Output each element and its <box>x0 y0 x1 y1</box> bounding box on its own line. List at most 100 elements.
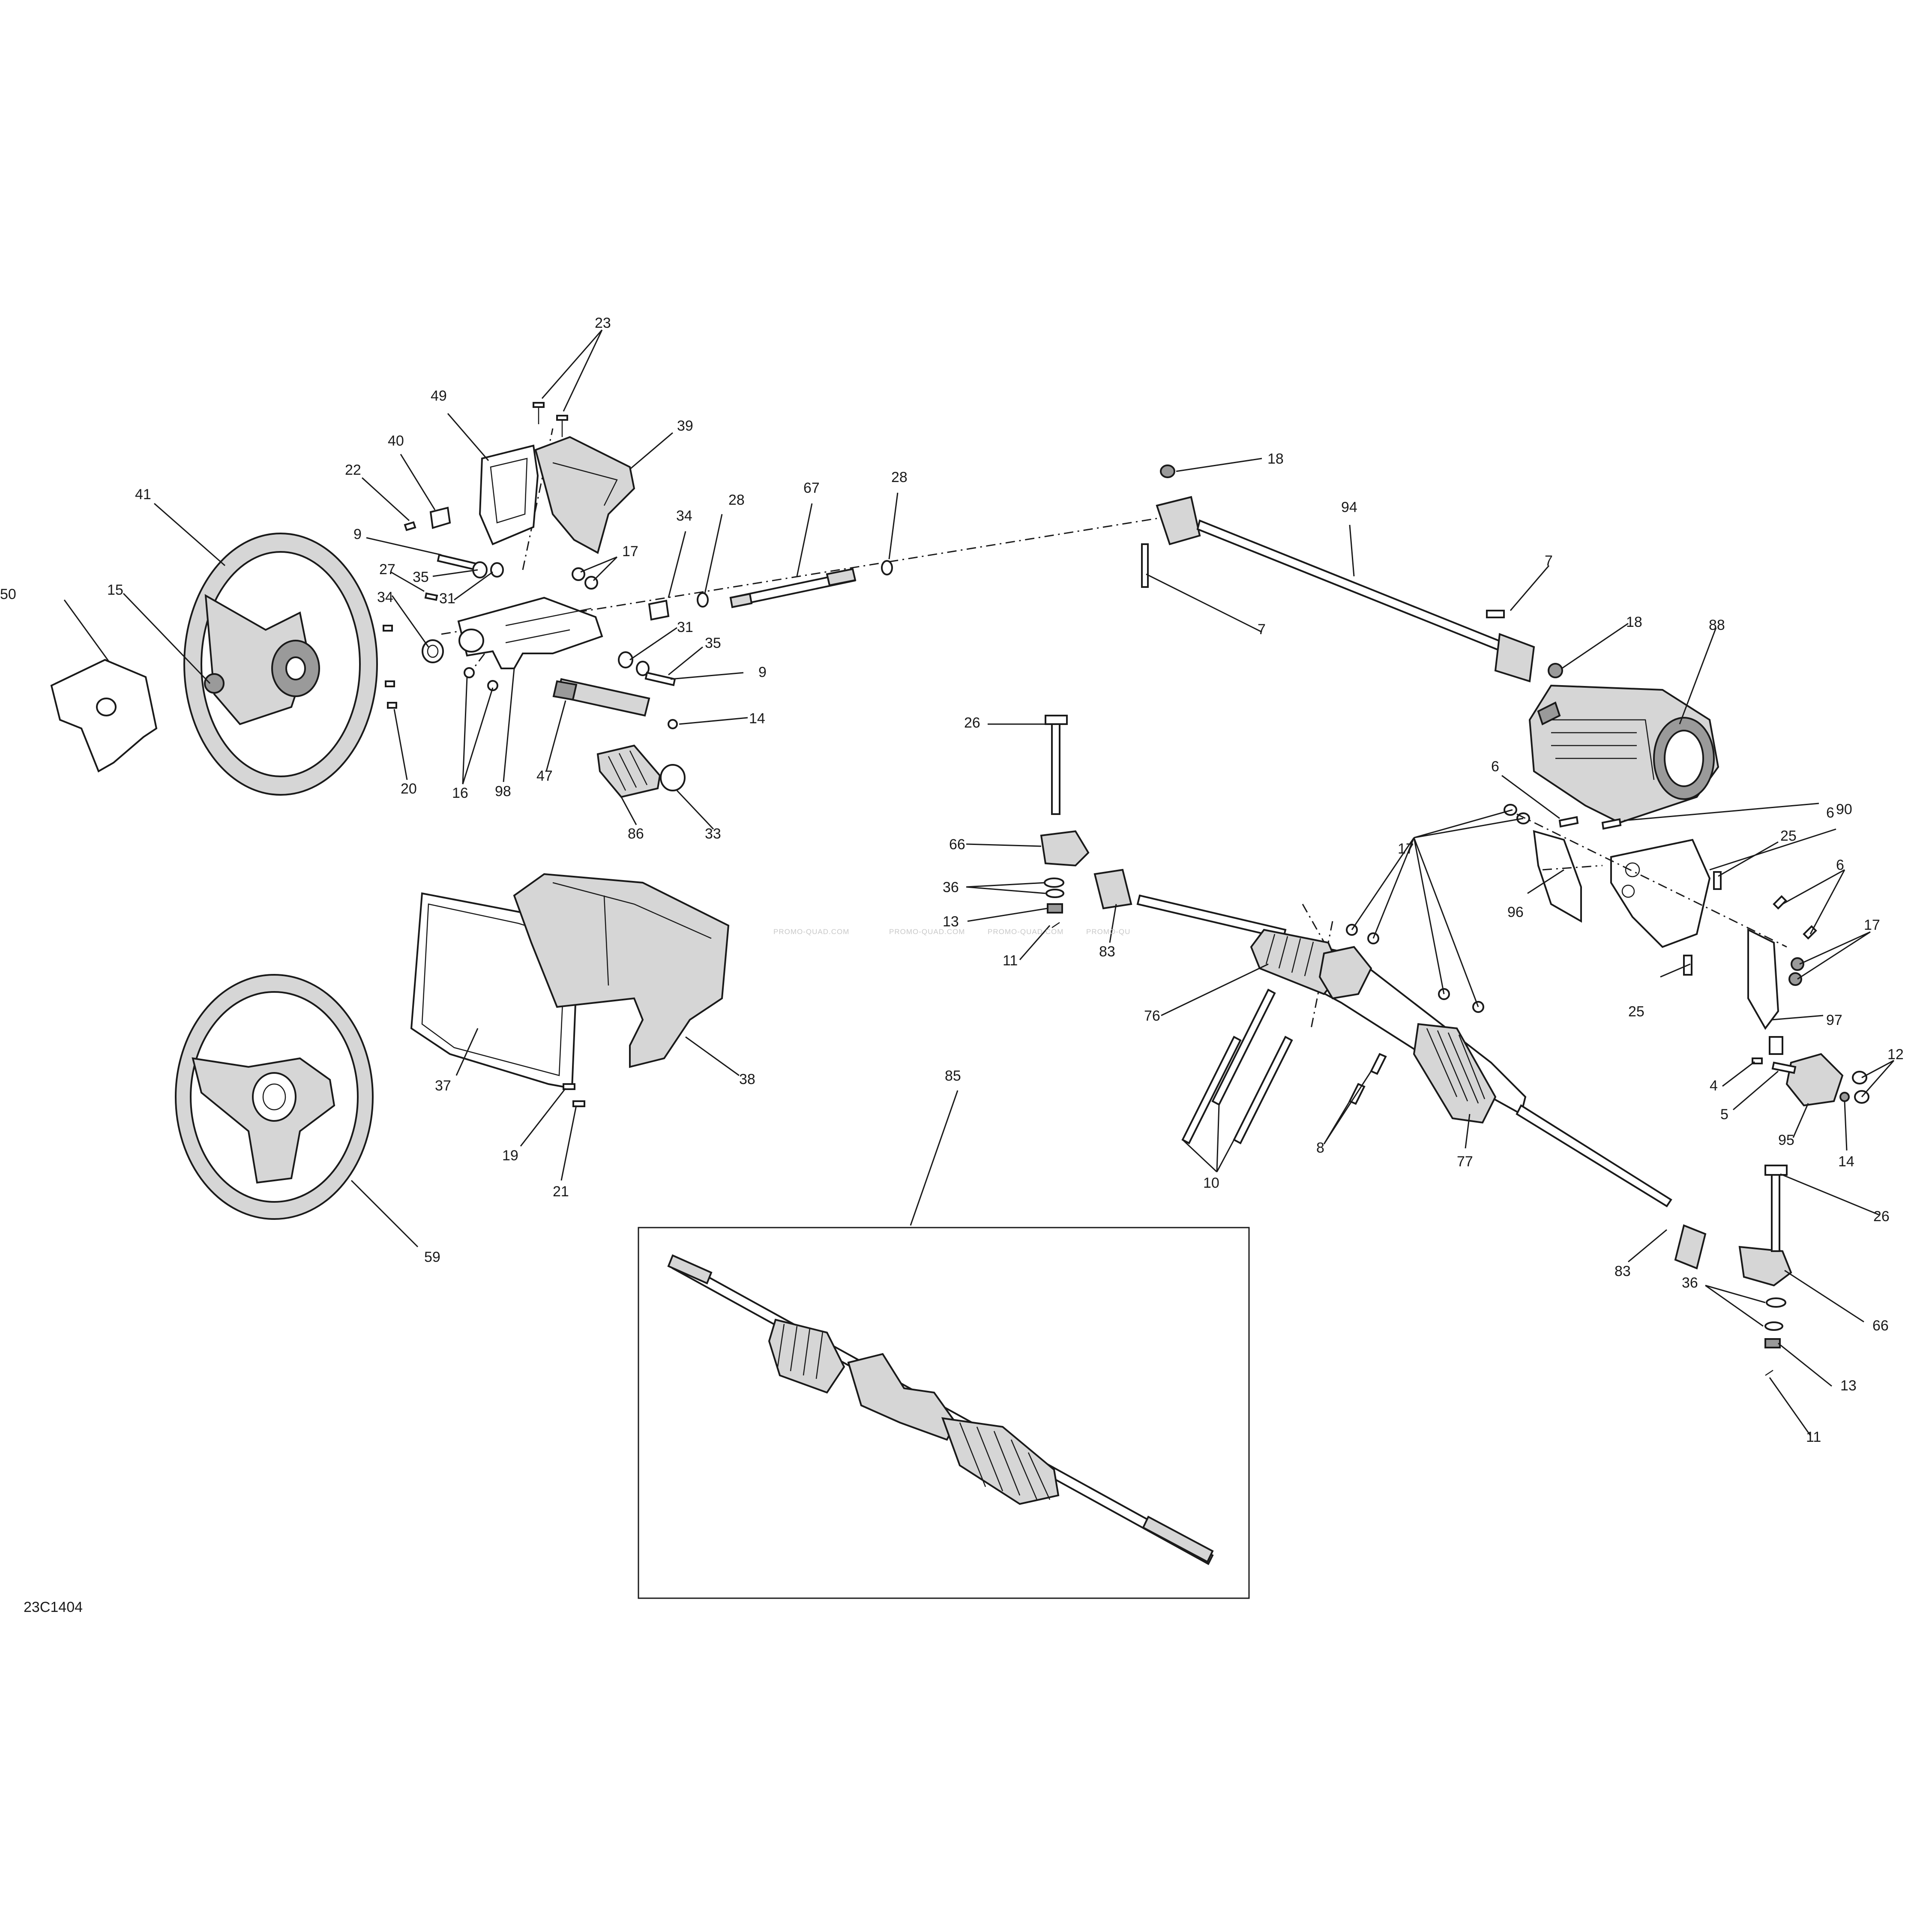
callout-4: 4 <box>1710 1078 1718 1094</box>
mounting-bracket <box>1747 928 1779 1030</box>
column-cover <box>534 436 635 554</box>
screw <box>424 592 438 601</box>
column-bore <box>458 629 484 653</box>
inset-rack-assembly <box>638 1227 1250 1599</box>
u-joint-lower <box>1494 633 1535 683</box>
callout-25: 25 <box>1628 1003 1644 1020</box>
nut <box>1764 1338 1781 1348</box>
callout-18: 18 <box>1626 614 1642 630</box>
watermark-text: PROMO-QUAD.COM <box>988 928 1063 936</box>
bolt <box>1771 1173 1780 1252</box>
callout-7: 7 <box>1258 621 1266 638</box>
bolt <box>1370 1053 1387 1075</box>
callout-47: 47 <box>536 768 553 784</box>
shaft-clamp <box>1785 1053 1844 1107</box>
callout-6: 6 <box>1836 857 1844 873</box>
bolt <box>1558 816 1579 828</box>
callout-14: 14 <box>749 710 765 727</box>
nut <box>1047 903 1063 914</box>
bolt-head <box>1045 715 1068 725</box>
callout-17: 17 <box>622 543 638 560</box>
screw <box>572 1100 585 1107</box>
mounting-bracket <box>1610 839 1711 948</box>
callout-28: 28 <box>891 469 908 485</box>
rack-boot-left <box>1250 929 1342 995</box>
callout-17: 17 <box>1398 841 1414 857</box>
bushing <box>648 599 670 621</box>
rack-pinion-housing <box>1318 946 1372 1000</box>
clip <box>429 506 451 529</box>
callout-85: 85 <box>945 1068 961 1084</box>
nut <box>1852 1071 1867 1084</box>
watermark-text: PROMO-QUAD.COM <box>773 928 849 936</box>
mounting-bracket <box>1533 830 1582 923</box>
callout-26: 26 <box>964 715 980 731</box>
callout-39: 39 <box>677 418 693 434</box>
callout-27: 27 <box>379 561 395 578</box>
callout-11: 11 <box>1003 953 1018 969</box>
callout-10: 10 <box>1203 1175 1219 1191</box>
callout-86: 86 <box>628 826 644 842</box>
callout-96: 96 <box>1507 904 1524 920</box>
watermark-text: PROMO-QU <box>1086 928 1130 936</box>
callout-19: 19 <box>502 1147 518 1164</box>
washer <box>1045 889 1064 898</box>
callout-20: 20 <box>401 781 417 797</box>
callout-21: 21 <box>553 1183 569 1200</box>
callout-77: 77 <box>1457 1153 1473 1170</box>
cap-logo <box>96 698 117 716</box>
callout-26: 26 <box>1873 1208 1890 1225</box>
callout-17: 17 <box>1864 917 1880 933</box>
drawing-code: 23C1404 <box>24 1599 83 1615</box>
nut <box>487 680 498 691</box>
callout-83: 83 <box>1614 1263 1631 1279</box>
bolt <box>1773 895 1787 910</box>
inset-boot-right <box>941 1417 1060 1505</box>
tie-rod-end <box>1738 1246 1792 1287</box>
callout-66: 66 <box>1872 1318 1889 1334</box>
washer <box>881 560 893 575</box>
callout-31: 31 <box>439 590 455 607</box>
steering-rack-group <box>1040 715 1792 1376</box>
screw <box>404 521 416 531</box>
callout-13: 13 <box>1840 1378 1857 1394</box>
callout-23: 23 <box>595 315 611 331</box>
nut <box>1839 1092 1850 1102</box>
washer <box>1766 1297 1786 1308</box>
callout-38: 38 <box>739 1071 755 1087</box>
bushing <box>490 562 504 578</box>
callout-22: 22 <box>345 462 361 478</box>
washer <box>1764 1321 1783 1331</box>
callout-50: 50 <box>0 586 16 602</box>
callout-33: 33 <box>705 826 721 842</box>
bolt <box>644 671 676 686</box>
callout-34: 34 <box>377 589 393 605</box>
clamp <box>660 764 686 791</box>
dash-panel-group <box>410 873 730 1107</box>
wheel-hub <box>252 1072 297 1122</box>
callout-95: 95 <box>1778 1132 1794 1148</box>
callout-25: 25 <box>1780 828 1797 844</box>
nut <box>464 667 475 678</box>
cotter-pin <box>1765 1369 1773 1376</box>
callout-59: 59 <box>424 1249 440 1265</box>
bolt <box>1233 1036 1293 1144</box>
screw <box>385 680 395 687</box>
bolt <box>1211 988 1276 1106</box>
callout-66: 66 <box>949 836 965 853</box>
callout-labels: 23 49 39 40 22 41 9 17 34 28 67 28 18 94… <box>0 315 1904 1445</box>
callout-34: 34 <box>676 508 692 524</box>
callout-6: 6 <box>1826 805 1834 821</box>
bushing <box>618 651 633 668</box>
cotter-pin <box>1051 922 1060 929</box>
bolt <box>1051 719 1060 815</box>
callout-9: 9 <box>353 526 362 542</box>
tie-rod-end-sleeve <box>1674 1224 1707 1270</box>
callout-14: 14 <box>1838 1153 1854 1170</box>
screw <box>383 625 393 632</box>
nut <box>572 567 585 581</box>
callout-35: 35 <box>705 635 721 651</box>
watermark-text: PROMO-QUAD.COM <box>889 928 965 936</box>
tie-rod-end <box>1040 830 1090 867</box>
